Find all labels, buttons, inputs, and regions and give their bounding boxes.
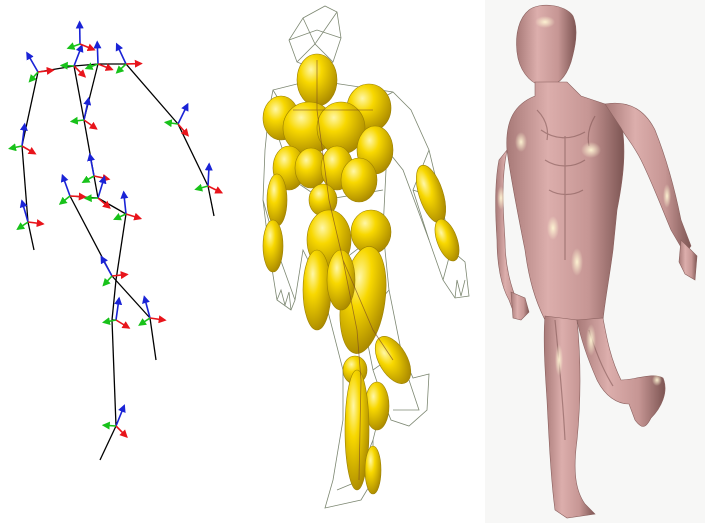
joint-frame — [61, 45, 85, 76]
muscle-ellipsoids — [263, 54, 464, 494]
y-axis-arrow — [104, 320, 116, 322]
y-axis-arrow — [139, 318, 150, 325]
y-axis-arrow — [68, 44, 80, 48]
z-axis-arrow — [27, 53, 38, 72]
z-axis-arrow — [84, 98, 89, 120]
y-axis-arrow — [18, 222, 28, 229]
bone-segment — [98, 198, 126, 214]
bone-segment — [178, 124, 208, 186]
joint-frame — [104, 298, 129, 328]
y-axis-arrow — [117, 64, 126, 73]
bone-segment — [22, 72, 38, 146]
joint-frame — [60, 175, 85, 204]
z-axis-arrow — [74, 45, 82, 66]
joint-frame — [114, 192, 140, 219]
z-axis-arrow — [98, 177, 104, 198]
x-axis-arrow — [70, 196, 85, 197]
ellipsoid-body-drawing — [233, 0, 485, 523]
x-axis-arrow — [116, 426, 127, 437]
y-axis-arrow — [103, 276, 112, 285]
z-axis-arrow — [90, 154, 94, 176]
y-axis-arrow — [60, 196, 70, 204]
joint-frame — [86, 42, 112, 69]
bone-segment — [112, 320, 116, 426]
joint-frame — [165, 104, 187, 135]
bone-segment — [112, 280, 116, 320]
x-axis-arrow — [28, 222, 43, 224]
skeleton-drawing — [0, 0, 233, 523]
y-axis-arrow — [61, 65, 74, 66]
x-axis-arrow — [98, 64, 112, 70]
z-axis-arrow — [116, 406, 124, 426]
x-axis-arrow — [22, 146, 35, 154]
z-axis-arrow — [208, 164, 209, 186]
z-axis-arrow — [116, 298, 119, 320]
ellipsoid-model-panel — [233, 0, 485, 523]
x-axis-arrow — [116, 320, 129, 328]
bone-segment — [208, 186, 214, 216]
x-axis-arrow — [126, 214, 141, 219]
x-axis-arrow — [150, 318, 165, 320]
joint-frames — [10, 22, 222, 437]
bone-segment — [150, 318, 156, 360]
x-axis-arrow — [38, 70, 53, 72]
skinned-body-drawing — [485, 0, 705, 523]
x-axis-arrow — [208, 186, 222, 193]
skeleton-bones — [22, 64, 214, 460]
y-axis-arrow — [10, 146, 22, 149]
z-axis-arrow — [178, 104, 188, 124]
y-axis-arrow — [71, 120, 84, 121]
joint-frame — [71, 98, 96, 128]
z-axis-arrow — [97, 42, 98, 64]
joint-frame — [27, 53, 53, 82]
x-axis-arrow — [112, 274, 127, 276]
joint-frame — [18, 201, 44, 229]
bone-segment — [116, 214, 126, 280]
body-surface — [496, 5, 697, 518]
y-axis-arrow — [196, 186, 208, 189]
bone-segment — [28, 222, 34, 250]
z-axis-arrow — [101, 257, 112, 276]
skinned-body-panel — [485, 0, 705, 523]
x-axis-arrow — [94, 176, 109, 179]
y-axis-arrow — [83, 176, 94, 182]
y-axis-arrow — [103, 425, 116, 426]
bone-segment — [94, 176, 98, 198]
skeleton-panel — [0, 0, 233, 523]
z-axis-arrow — [117, 44, 126, 64]
bone-segment — [126, 64, 178, 124]
joint-frame — [101, 257, 127, 286]
joint-frame — [83, 154, 109, 182]
z-axis-arrow — [62, 175, 70, 196]
y-axis-arrow — [114, 214, 126, 219]
bone-segment — [100, 426, 116, 460]
z-axis-arrow — [124, 192, 126, 214]
